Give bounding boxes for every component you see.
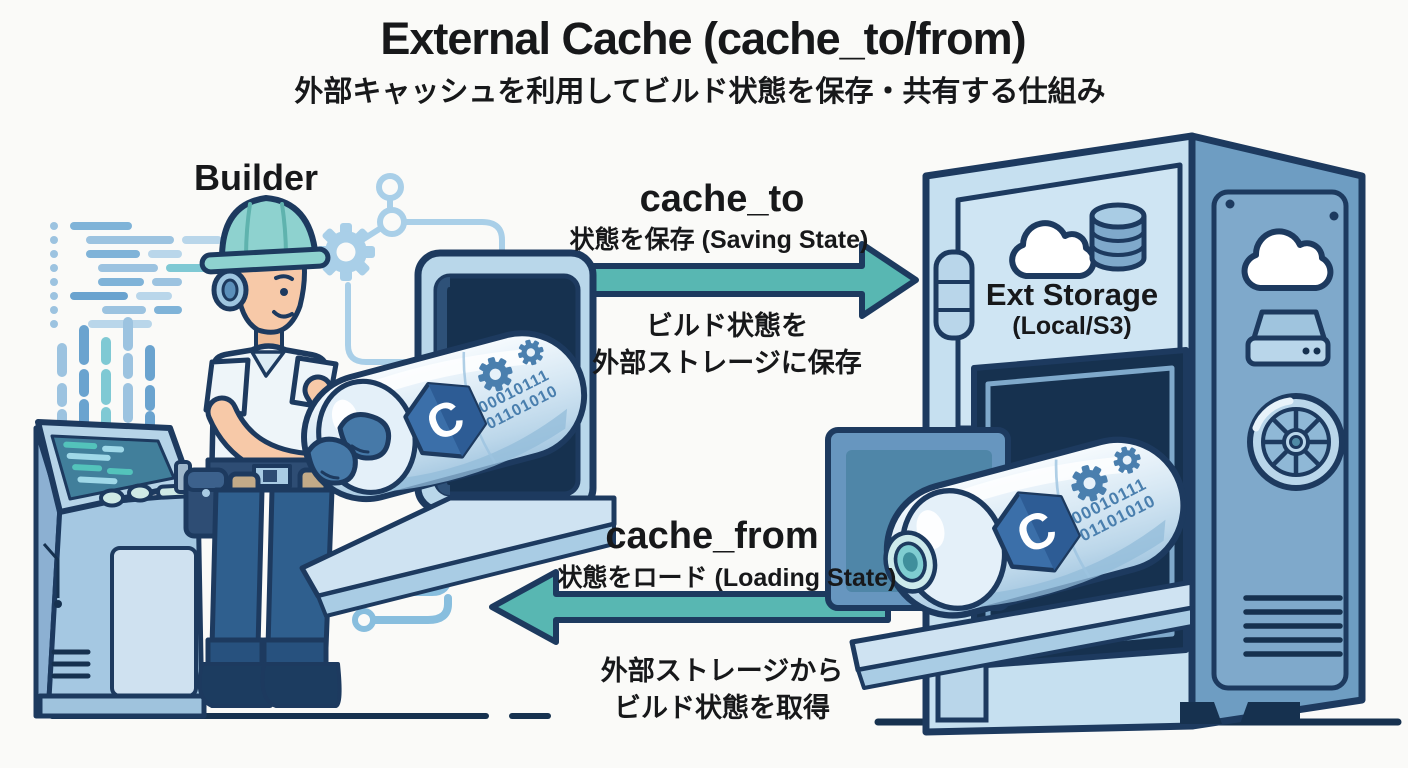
cache-from-state: 状態をロード (Loading State) — [557, 564, 897, 592]
console-terminal — [33, 419, 207, 719]
circuit-lines-decoration — [305, 173, 505, 365]
cache-to-desc-line2: 外部ストレージに保存 — [592, 348, 862, 378]
builder-gloves — [305, 412, 392, 486]
cache-to-arrow — [582, 241, 919, 319]
cache-to-state: 状態を保存 (Saving State) — [569, 226, 869, 254]
cache-from-desc-line1: 外部ストレージから — [600, 656, 844, 686]
cabinet-vents — [1243, 595, 1343, 657]
cache-from-label: cache_from — [605, 515, 819, 557]
storage-label: Ext Storage — [985, 277, 1159, 312]
console-button — [99, 488, 125, 508]
builder-label: Builder — [193, 157, 319, 198]
console-screen-code-lines — [63, 441, 133, 485]
storage-tray — [849, 579, 1195, 690]
page-title: External Cache (cache_to/from) — [380, 13, 1026, 64]
storage-type-label: (Local/S3) — [1012, 312, 1132, 340]
boot — [260, 662, 342, 708]
cabinet-side-panel — [1211, 189, 1349, 691]
database-icon — [1089, 202, 1147, 272]
cache-from-description: 外部ストレージから ビルド状態を取得 — [601, 653, 843, 727]
portal-tray — [299, 495, 617, 618]
hard-hat — [199, 195, 331, 275]
cache-to-desc-line1: ビルド状態を — [646, 311, 808, 341]
cloud-icon — [1241, 228, 1334, 291]
cache-to-description: ビルド状態を 外部ストレージに保存 — [592, 308, 861, 382]
capsule-nozzle — [883, 530, 938, 594]
door-hinge — [933, 249, 975, 341]
code-lines-decoration — [50, 222, 222, 328]
harddrive-icon — [1245, 309, 1331, 367]
fan-icon — [1247, 393, 1345, 491]
cache-from-desc-line2: ビルド状態を取得 — [614, 693, 830, 723]
binary-rain-decoration — [57, 317, 155, 445]
console-button — [127, 483, 153, 503]
cache-to-label: cache_to — [639, 178, 805, 220]
headphones — [211, 268, 249, 312]
cache-from-arrow — [489, 569, 891, 645]
page-subtitle: 外部キャッシュを利用してビルド状態を保存・共有する仕組み — [294, 76, 1106, 108]
